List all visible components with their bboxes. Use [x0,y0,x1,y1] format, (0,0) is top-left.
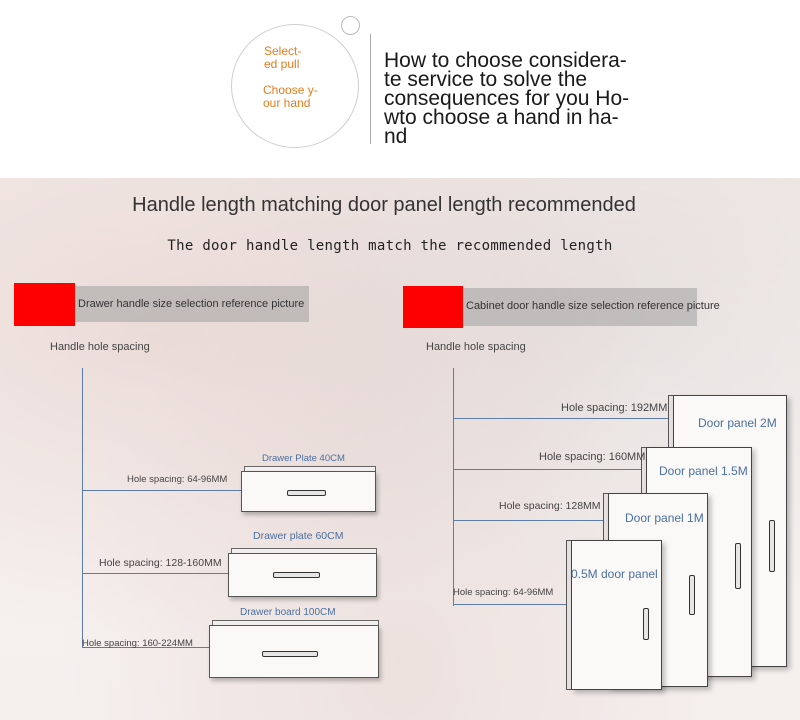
door-spacing-label: Hole spacing: 64-96MM [453,587,554,598]
header-area [0,0,800,178]
drawer-spacing-label: Hole spacing: 64-96MM [127,474,228,485]
drawer-handle-icon [273,572,320,578]
header-circle [231,24,359,148]
page-title: Handle length matching door panel length… [132,194,636,216]
drawer-handle-icon [287,490,326,496]
door-spacing-label: Hole spacing: 192MM [561,402,668,414]
door-spacing-label: Hole spacing: 128MM [499,500,601,512]
door-spacing-label: Hole spacing: 160MM [539,451,646,463]
door-connector [453,604,566,605]
drawer-60cm [228,553,377,597]
drawer-top-edge [244,466,376,473]
choose-hand-label: Choose y- our hand [263,83,318,110]
door-name-label: Door panel 1.5M [659,464,748,478]
drawer-top-edge [212,620,379,627]
drawer-name-label: Drawer board 100CM [240,607,336,618]
selected-pull-label: Select- ed pull [264,44,302,71]
door-handle-icon [643,608,649,640]
door-axis-label: Handle hole spacing [426,341,526,353]
door-axis-line [453,368,454,606]
door-handle-icon [735,543,741,589]
door-connector [453,418,668,419]
drawer-name-label: Drawer plate 60CM [253,530,344,542]
door-name-label: Door panel 1M [625,511,704,525]
drawer-spacing-label: Hole spacing: 128-160MM [99,557,222,569]
header-headline: How to choose considera- te service to s… [384,49,630,148]
drawer-axis-line [82,368,83,648]
header-divider [370,34,371,144]
drawer-section-heading: Drawer handle size selection reference p… [74,286,309,322]
door-red-marker [403,286,463,328]
drawer-red-marker [14,283,75,326]
page-subtitle: The door handle length match the recomme… [167,238,613,254]
door-handle-icon [689,575,695,615]
door-section-heading: Cabinet door handle size selection refer… [462,288,720,326]
door-connector [453,469,641,470]
small-circle-icon [341,16,360,35]
drawer-top-edge [231,548,377,555]
door-name-label: Door panel 2M [698,416,777,430]
drawer-spacing-label: Hole spacing: 160-224MM [82,638,193,649]
drawer-connector [82,490,241,491]
drawer-connector [82,647,209,648]
door-name-label: 0.5M door panel [571,567,658,581]
drawer-name-label: Drawer Plate 40CM [262,453,345,464]
drawer-axis-label: Handle hole spacing [50,341,150,353]
drawer-handle-icon [262,651,318,657]
drawer-connector [82,573,228,574]
door-connector [453,520,603,521]
door-handle-icon [769,520,775,572]
